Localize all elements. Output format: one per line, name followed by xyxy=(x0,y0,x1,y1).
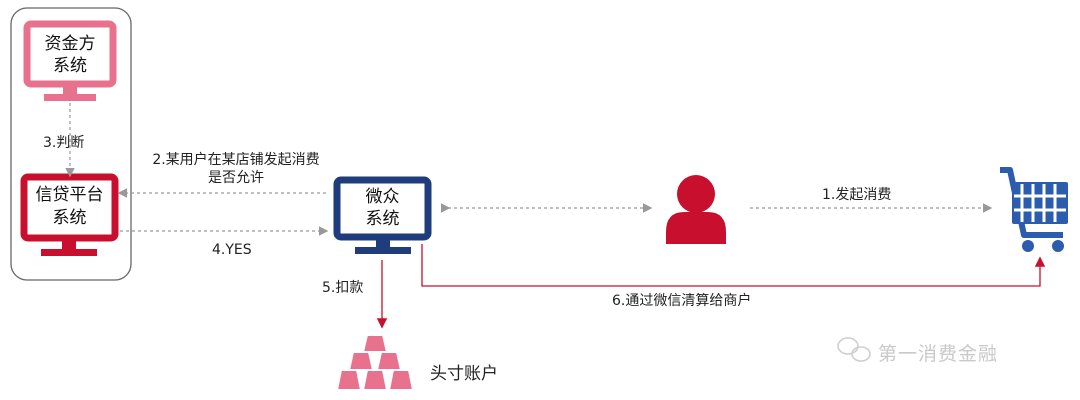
edge-2-label-line2: 是否允许 xyxy=(208,170,264,186)
shopping-cart-icon xyxy=(1000,167,1068,252)
funder-label-line1: 资金方 xyxy=(44,34,96,54)
edge-6-label: 6.通过微信清算给商户 xyxy=(612,293,752,309)
credit-platform-label-line1: 信贷平台 xyxy=(35,185,104,205)
edge-1-label: 1.发起消费 xyxy=(822,187,892,203)
funder-system-monitor xyxy=(23,20,117,101)
webank-label-line2: 系统 xyxy=(365,209,400,229)
system-group-box xyxy=(10,7,132,281)
webank-system-monitor xyxy=(333,176,432,254)
wechat-icon xyxy=(837,337,871,362)
credit-platform-monitor xyxy=(20,173,119,256)
edge-5-label: 5.扣款 xyxy=(322,280,364,296)
edge-3-label: 3.判断 xyxy=(43,135,85,151)
edge-6-settle xyxy=(421,244,1046,287)
edge-2-label-line1: 2.某用户在某店铺发起消费 xyxy=(152,152,320,168)
webank-label-line1: 微众 xyxy=(365,187,400,207)
gold-bars-icon xyxy=(335,334,415,391)
funder-label-line2: 系统 xyxy=(53,56,87,76)
credit-platform-label-line2: 系统 xyxy=(52,208,87,228)
user-icon xyxy=(666,175,726,244)
watermark-text: 第一消费金融 xyxy=(878,343,999,365)
reserve-account-label: 头寸账户 xyxy=(430,364,498,384)
edge-4-label: 4.YES xyxy=(212,242,252,258)
